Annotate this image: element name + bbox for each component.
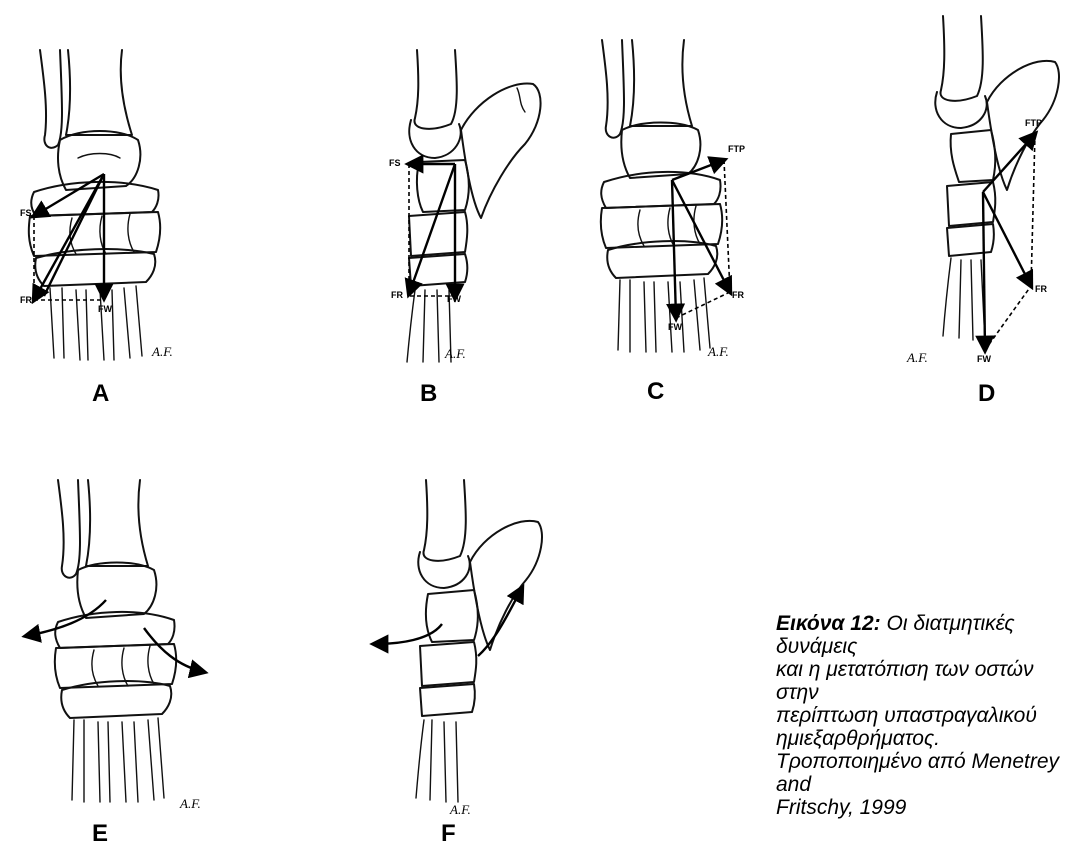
panel-b: FS FR FW A.F.: [385, 40, 555, 370]
force-label-ftp: FTP: [728, 144, 745, 154]
foot-illustration-a: FS FR FW A.F.: [20, 40, 200, 370]
foot-illustration-c: FTP FR FW A.F.: [590, 30, 760, 370]
artist-signature: A.F.: [151, 344, 173, 359]
artist-signature: A.F.: [707, 344, 729, 359]
panel-label-d: D: [978, 380, 995, 408]
caption-line-6: Fritschy, 1999: [776, 796, 1066, 819]
artist-signature: A.F.: [449, 802, 471, 817]
panel-label-f: F: [441, 820, 456, 848]
foot-illustration-b: FS FR FW A.F.: [385, 40, 555, 370]
panel-a: FS FR FW A.F.: [20, 40, 200, 370]
panel-label-b: B: [420, 380, 437, 408]
artist-signature: A.F.: [906, 350, 928, 365]
force-label-fw: FW: [447, 294, 461, 304]
figure-caption: Εικόνα 12: Οι διατμητικές δυνάμεις και η…: [776, 612, 1066, 819]
panel-f: A.F.: [360, 470, 560, 820]
artist-signature: A.F.: [444, 346, 466, 361]
panel-label-c: C: [647, 378, 664, 406]
force-label-fw: FW: [977, 354, 991, 364]
artist-signature: A.F.: [179, 796, 201, 811]
panel-d: FTP FR FW A.F.: [895, 10, 1065, 370]
panel-c: FTP FR FW A.F.: [590, 30, 760, 370]
caption-line-5: Τροποποιημένο από Menetrey and: [776, 750, 1066, 796]
force-label-fr: FR: [1035, 284, 1047, 294]
caption-line-2: και η μετατόπιση των οστών στην: [776, 658, 1066, 704]
foot-illustration-f: A.F.: [360, 470, 560, 820]
force-label-fw: FW: [98, 304, 112, 314]
panel-label-a: A: [92, 380, 109, 408]
force-label-fs: FS: [389, 158, 401, 168]
force-label-fr: FR: [391, 290, 403, 300]
force-label-fr: FR: [20, 295, 32, 305]
panel-label-e: E: [92, 820, 108, 848]
force-label-ftp: FTP: [1025, 118, 1042, 128]
caption-line-1: Εικόνα 12: Οι διατμητικές δυνάμεις: [776, 612, 1066, 658]
caption-line-4: ημιεξαρθρήματος.: [776, 727, 1066, 750]
panel-e: A.F.: [18, 470, 218, 820]
caption-label: Εικόνα 12:: [776, 612, 881, 635]
foot-illustration-e: A.F.: [18, 470, 218, 820]
force-label-fw: FW: [668, 322, 682, 332]
force-label-fs: FS: [20, 208, 32, 218]
foot-illustration-d: FTP FR FW A.F.: [895, 10, 1065, 370]
force-label-fr: FR: [732, 290, 744, 300]
caption-line-3: περίπτωση υπαστραγαλικού: [776, 704, 1066, 727]
